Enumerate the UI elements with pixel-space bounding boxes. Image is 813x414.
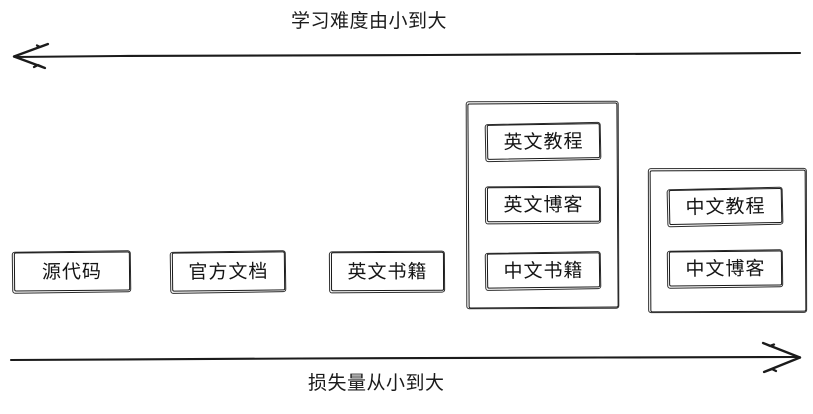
node-label: 英文博客	[503, 193, 584, 216]
node-chinese-books[interactable]: 中文书籍	[486, 252, 601, 289]
node-english-tutorial[interactable]: 英文教程	[486, 123, 601, 160]
node-chinese-tutorial[interactable]: 中文教程	[668, 187, 783, 226]
node-source-code[interactable]: 源代码	[13, 251, 131, 292]
node-english-books[interactable]: 英文书籍	[330, 251, 445, 292]
top-axis-label: 学习难度由小到大	[291, 10, 448, 32]
node-label: 中文教程	[685, 194, 766, 219]
arrow-right-icon	[9, 341, 802, 374]
node-label: 英文教程	[503, 129, 584, 154]
node-label: 官方文档	[188, 260, 269, 283]
arrow-left-icon	[12, 42, 802, 70]
node-chinese-blog[interactable]: 中文博客	[668, 250, 783, 287]
node-official-docs[interactable]: 官方文档	[171, 251, 286, 292]
node-label: 英文书籍	[347, 260, 428, 283]
node-english-blog[interactable]: 英文博客	[486, 186, 601, 223]
node-label: 中文书籍	[503, 259, 584, 282]
bottom-axis-label: 损失量从小到大	[308, 372, 445, 394]
node-label: 源代码	[41, 260, 103, 283]
node-label: 中文博客	[685, 257, 766, 280]
